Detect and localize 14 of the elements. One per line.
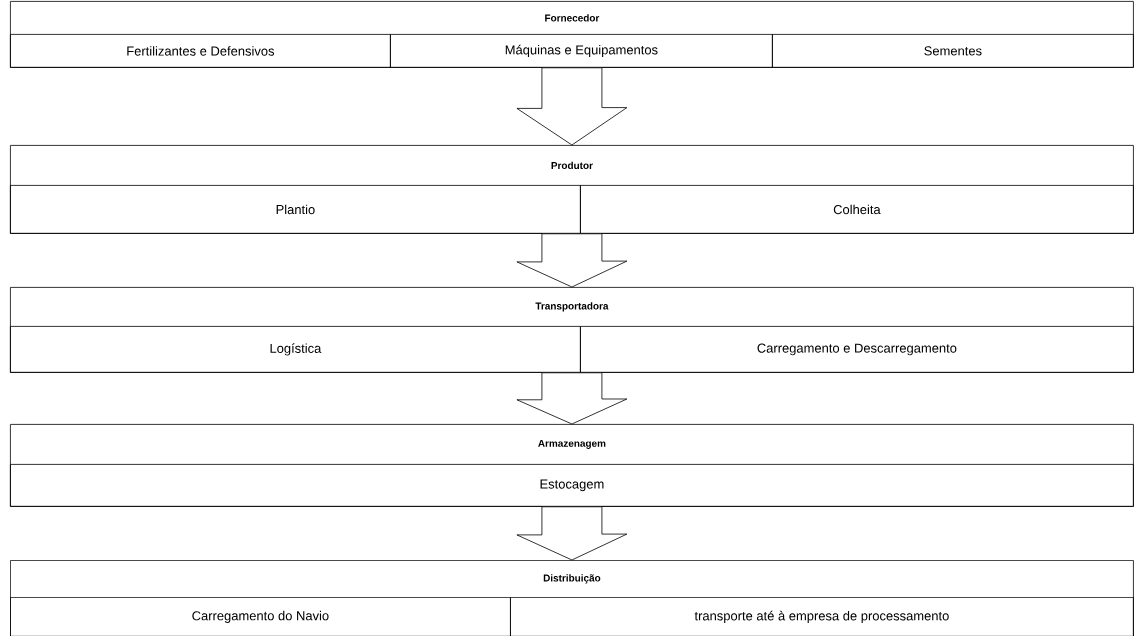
task-box: Carregamento do Navio <box>10 597 511 636</box>
block-arrow <box>516 372 628 425</box>
task-box: Máquinas e Equipamentos <box>390 34 773 68</box>
task-box: Sementes <box>772 34 1134 68</box>
block-arrow <box>516 506 628 561</box>
task-box: Logística <box>10 326 581 373</box>
task-box: Plantio <box>10 185 581 234</box>
task-box: Estocagem <box>10 464 1134 507</box>
task-box: Fertilizantes e Defensivos <box>10 34 391 68</box>
block-arrow <box>516 233 628 288</box>
block-arrow <box>516 67 628 146</box>
task-box: transporte até à empresa de processamento <box>510 597 1134 636</box>
task-box: Colheita <box>580 185 1134 234</box>
task-box: Carregamento e Descarregamento <box>580 326 1134 373</box>
